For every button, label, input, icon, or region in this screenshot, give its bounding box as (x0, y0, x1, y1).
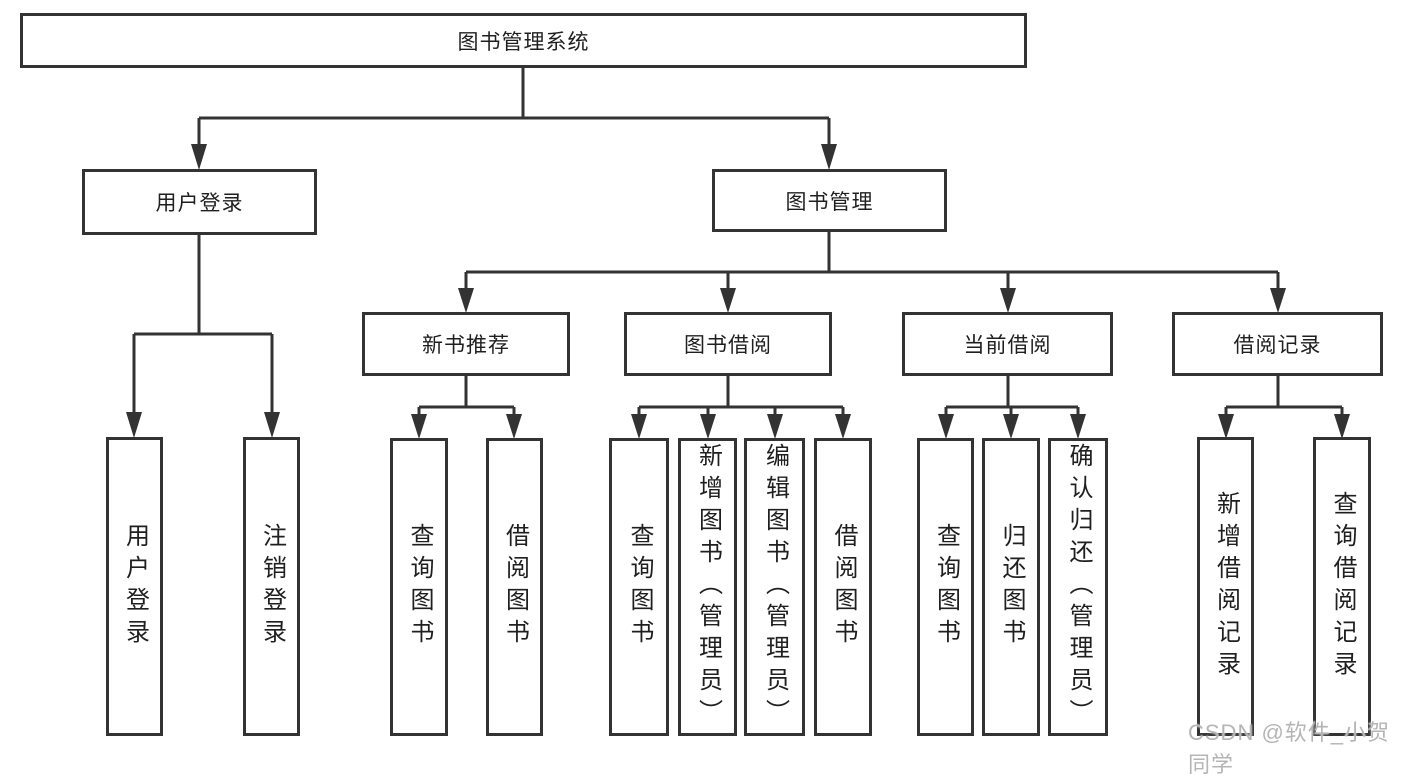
connector-lines (126, 68, 1350, 439)
node-logout-label: 注销登录 (258, 522, 286, 651)
node-borrow-books-borrowing-label: 借阅图书 (830, 523, 857, 651)
node-root-system-label: 图书管理系统 (457, 30, 590, 54)
node-user-login: 用户登录 (82, 169, 317, 235)
node-add-borrow-record: 新增借阅记录 (1197, 437, 1254, 736)
node-return-books: 归还图书 (982, 438, 1040, 736)
node-user-login-leaf: 用户登录 (106, 437, 163, 736)
node-current-borrow: 当前借阅 (902, 312, 1113, 376)
node-book-mgmt: 图书管理 (712, 169, 947, 232)
node-query-books-borrowing: 查询图书 (609, 438, 669, 736)
node-edit-books-admin-label: 编辑图书（管理员） (761, 443, 789, 731)
node-book-mgmt-label: 图书管理 (785, 190, 874, 214)
node-logout: 注销登录 (243, 437, 300, 736)
node-borrow-records-label: 借阅记录 (1233, 334, 1322, 357)
node-query-borrow-record: 查询借阅记录 (1313, 437, 1371, 736)
node-borrow-books-new: 借阅图书 (486, 438, 543, 736)
node-borrow-books-borrowing: 借阅图书 (814, 438, 872, 736)
node-return-books-label: 归还图书 (998, 523, 1025, 651)
node-borrow-books-new-label: 借阅图书 (501, 523, 529, 651)
node-borrowing-label: 图书借阅 (684, 334, 772, 357)
node-query-books-new: 查询图书 (390, 438, 448, 736)
node-new-books-label: 新书推荐 (422, 334, 510, 357)
arrowheads (126, 144, 1350, 439)
node-query-books-current: 查询图书 (917, 438, 974, 736)
node-add-books-admin: 新增图书（管理员） (678, 438, 737, 736)
node-user-login-label: 用户登录 (155, 192, 244, 215)
node-query-books-current-label: 查询图书 (932, 523, 960, 651)
csdn-watermark: CSDN @软件_小贺同学 (1188, 720, 1391, 777)
node-query-books-borrowing-label: 查询图书 (626, 523, 653, 651)
node-user-login-leaf-label: 用户登录 (121, 522, 149, 651)
node-new-books: 新书推荐 (362, 312, 570, 376)
node-current-borrow-label: 当前借阅 (963, 334, 1052, 357)
node-confirm-return-admin-label: 确认归还（管理员） (1065, 443, 1092, 731)
node-edit-books-admin: 编辑图书（管理员） (744, 438, 805, 736)
node-borrowing: 图书借阅 (624, 312, 832, 376)
node-add-books-admin-label: 新增图书（管理员） (694, 443, 722, 731)
node-add-borrow-record-label: 新增借阅记录 (1212, 490, 1240, 683)
node-borrow-records: 借阅记录 (1172, 312, 1383, 376)
node-root-system: 图书管理系统 (20, 13, 1027, 68)
node-confirm-return-admin: 确认归还（管理员） (1048, 438, 1108, 736)
node-query-borrow-record-label: 查询借阅记录 (1329, 490, 1356, 683)
node-query-books-new-label: 查询图书 (406, 523, 433, 651)
